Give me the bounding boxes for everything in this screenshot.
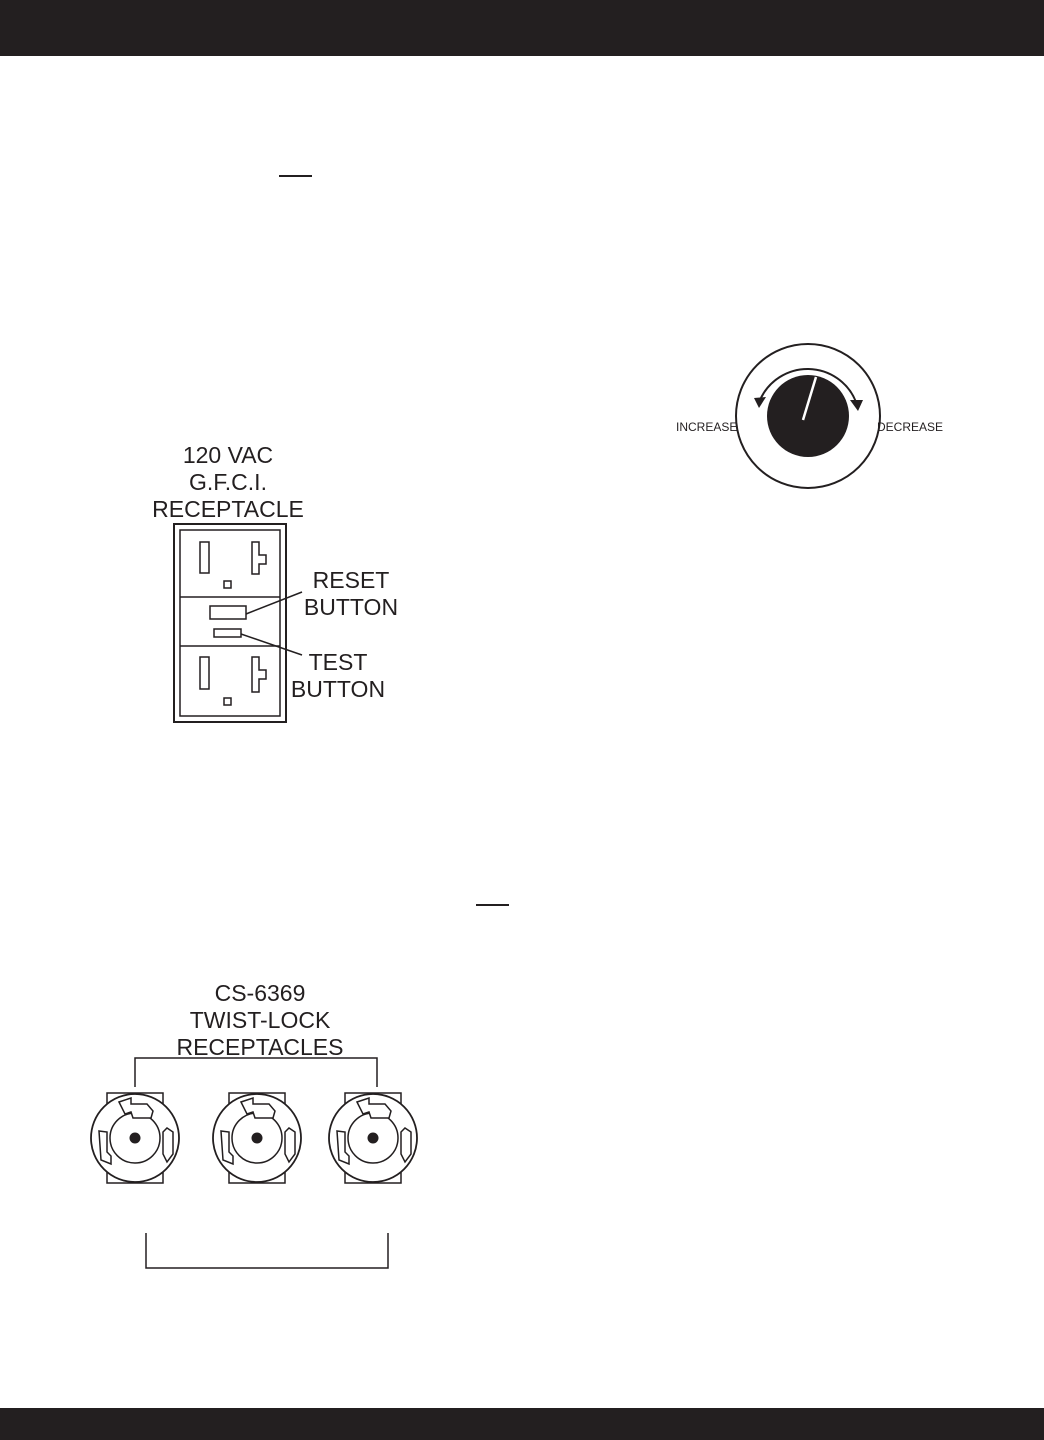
gfci-title-line-2: G.F.C.I. (189, 469, 267, 495)
header-band (0, 0, 1044, 56)
gfci-title-line-1: 120 VAC (182, 442, 274, 468)
gfci-title: 120 VAC G.F.C.I. RECEPTACLE (140, 442, 316, 523)
decrease-arrowhead-icon (850, 400, 863, 411)
decrease-label: DECREASE (877, 420, 944, 434)
test-label-line-2: BUTTON (290, 676, 386, 702)
twistlock-receptacle-center (212, 1092, 302, 1184)
voltage-dial-figure (735, 343, 881, 489)
dial-pointer (801, 376, 818, 421)
lower-outlet-slot-left (199, 656, 210, 690)
gfci-faceplate-inner (179, 529, 281, 717)
test-button[interactable] (213, 628, 242, 638)
bottom-bracket-line (145, 1233, 389, 1269)
twistlock-title-line-3: RECEPTACLES (176, 1034, 344, 1060)
test-leader-line (240, 633, 303, 656)
lower-outlet-slot-right (251, 656, 267, 693)
overline-rule-top (279, 175, 312, 177)
increase-arrowhead-icon (754, 397, 766, 408)
upper-outlet-slot-right (251, 541, 267, 575)
twistlock-receptacles-figure (90, 1057, 418, 1269)
gfci-faceplate-outer (173, 523, 287, 723)
reset-label-line-2: BUTTON (303, 594, 399, 620)
upper-outlet-slot-left (199, 541, 210, 574)
dial-outer-ring (735, 343, 881, 489)
lower-outlet-ground-hole (223, 697, 232, 706)
upper-outlet-ground-hole (223, 580, 232, 589)
twistlock-title: CS-6369 TWIST-LOCK RECEPTACLES (150, 980, 370, 1061)
reset-leader-line (245, 591, 303, 615)
reset-button-label: RESET BUTTON (296, 567, 406, 621)
footer-band (0, 1408, 1044, 1440)
test-label-line-1: TEST (308, 649, 368, 675)
gfci-receptacle-figure (173, 523, 303, 723)
twistlock-title-line-2: TWIST-LOCK (189, 1007, 331, 1033)
reset-label-line-1: RESET (312, 567, 390, 593)
gfci-title-line-3: RECEPTACLE (152, 496, 304, 522)
increase-label: INCREASE (676, 420, 738, 434)
dial-knob (767, 375, 849, 457)
dial-arc-arrow (759, 368, 857, 403)
reset-button[interactable] (209, 605, 247, 620)
overline-rule-middle (476, 904, 509, 906)
twistlock-receptacle-left (90, 1092, 180, 1184)
top-bracket-line (134, 1057, 378, 1087)
twistlock-title-line-1: CS-6369 (214, 980, 306, 1006)
test-button-label: TEST BUTTON (283, 649, 393, 703)
twistlock-receptacle-right (328, 1092, 418, 1184)
